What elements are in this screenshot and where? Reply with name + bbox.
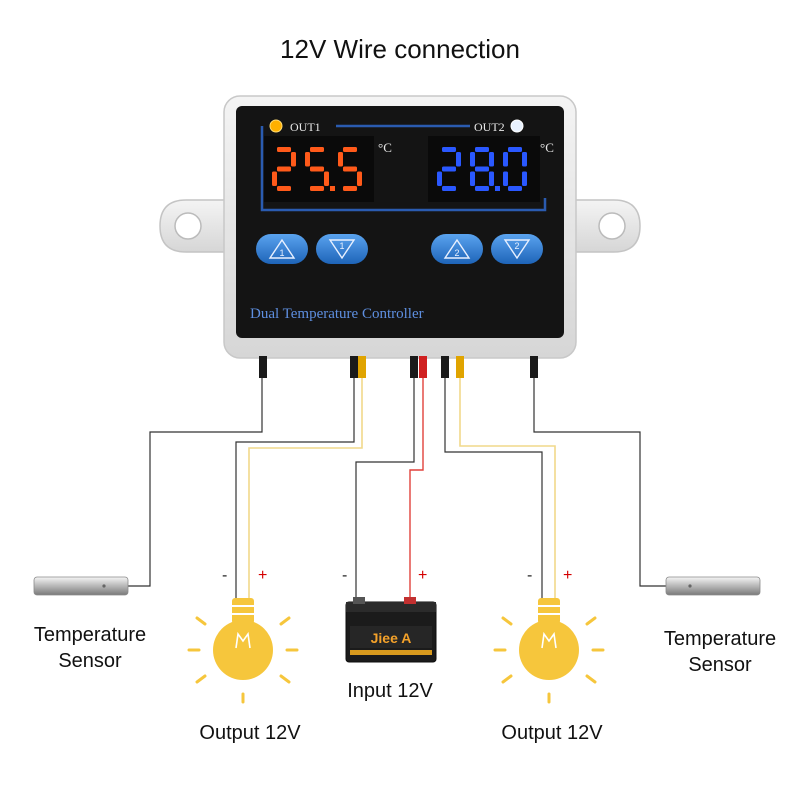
light-bulb-left-icon <box>187 598 299 704</box>
temperature-sensor-right-icon <box>665 576 761 596</box>
display-segment <box>437 171 442 186</box>
display-segment <box>508 147 522 152</box>
wire-right-sensor <box>533 378 666 587</box>
display-segment <box>470 171 475 186</box>
triangle-up-icon <box>443 238 471 259</box>
right-output-plus: + <box>563 567 573 584</box>
display-segment <box>503 171 508 186</box>
panel-frame-line-left <box>260 126 547 212</box>
display-segment <box>522 152 527 167</box>
display-segment <box>324 171 329 186</box>
wire-right-output-black <box>444 378 543 600</box>
wire-right-output-yellow <box>459 378 556 600</box>
display-segment <box>489 171 494 186</box>
out2-down-button[interactable]: 2 <box>491 234 543 264</box>
sensor-left-label: Temperature Sensor <box>10 622 170 674</box>
battery-brand: Jiee A <box>371 630 412 646</box>
out1-label: OUT1 <box>290 120 321 134</box>
right-output-minus: - <box>527 567 533 584</box>
display-decimal-point <box>330 186 335 191</box>
out2-up-glyph: 2 <box>454 248 459 258</box>
wire-left-output-black <box>235 378 355 600</box>
display-segment <box>343 186 357 191</box>
wire-battery-positive <box>409 378 424 598</box>
display-segment <box>456 152 461 167</box>
output-left-label: Output 12V <box>199 722 301 744</box>
out2-label: OUT2 <box>474 120 505 134</box>
display-segment <box>310 166 324 172</box>
out1-down-glyph: 1 <box>339 241 344 251</box>
display-segment <box>272 171 277 186</box>
display-segment <box>277 147 291 152</box>
display-segment <box>470 152 475 167</box>
sensor-right-label: Temperature Sensor <box>640 626 800 678</box>
output-right-label: Output 12V <box>501 722 603 744</box>
input-label: Input 12V <box>347 680 433 702</box>
out1-indicator-led <box>269 119 283 133</box>
display-segment <box>442 147 456 152</box>
out1-down-button[interactable]: 1 <box>316 234 368 264</box>
temperature-sensor-left-icon <box>33 576 129 596</box>
display-segment <box>475 186 489 191</box>
display-decimal-point <box>495 186 500 191</box>
display-segment <box>475 166 489 172</box>
triangle-down-icon <box>328 239 356 260</box>
sensor-left-label-line2: Sensor <box>58 650 122 672</box>
controller-name: Dual Temperature Controller <box>250 306 424 322</box>
display-segment <box>310 147 324 152</box>
triangle-down-icon <box>503 239 531 260</box>
display-segment <box>305 152 310 167</box>
left-output-plus: + <box>258 567 268 584</box>
display-segment <box>277 186 291 191</box>
display-segment <box>442 186 456 191</box>
triangle-up-icon <box>268 238 296 259</box>
display-segment <box>338 152 343 167</box>
input-plus: + <box>418 567 428 584</box>
display-segment <box>310 186 324 191</box>
display-segment <box>277 166 291 172</box>
display-segment <box>343 166 357 172</box>
wire-battery-negative <box>355 378 415 598</box>
display1-digits <box>272 147 362 191</box>
wire-left-sensor <box>128 378 263 587</box>
sensor-left-label-line1: Temperature <box>33 624 147 646</box>
display-segment <box>475 147 489 152</box>
mounting-ear-right <box>567 199 641 253</box>
display-segment <box>522 171 527 186</box>
out2-up-button[interactable]: 2 <box>431 234 483 264</box>
display-segment <box>442 166 456 172</box>
display-segment <box>508 186 522 191</box>
display2-digits <box>437 147 527 191</box>
out1-up-glyph: 1 <box>279 248 284 258</box>
display-segment <box>343 147 357 152</box>
display-segment <box>291 152 296 167</box>
display-segment <box>489 152 494 167</box>
display-segment <box>357 171 362 186</box>
sensor-right-label-line1: Temperature <box>663 628 777 650</box>
out2-indicator-led <box>510 119 524 133</box>
wire-left-output-yellow <box>248 378 363 600</box>
out1-up-button[interactable]: 1 <box>256 234 308 264</box>
diagram-title: 12V Wire connection <box>280 34 520 64</box>
wire-stubs <box>259 356 538 378</box>
light-bulb-right-icon <box>493 598 605 704</box>
input-minus: - <box>342 567 348 584</box>
left-output-minus: - <box>222 567 228 584</box>
mounting-ear-left <box>159 199 233 253</box>
battery-icon: Jiee A <box>345 597 437 663</box>
display1-unit: °C <box>378 140 392 155</box>
wiring-lines <box>128 378 666 600</box>
out2-down-glyph: 2 <box>514 241 519 251</box>
display2-unit: °C <box>540 140 554 155</box>
sensor-right-label-line2: Sensor <box>688 654 752 676</box>
display-segment <box>503 152 508 167</box>
